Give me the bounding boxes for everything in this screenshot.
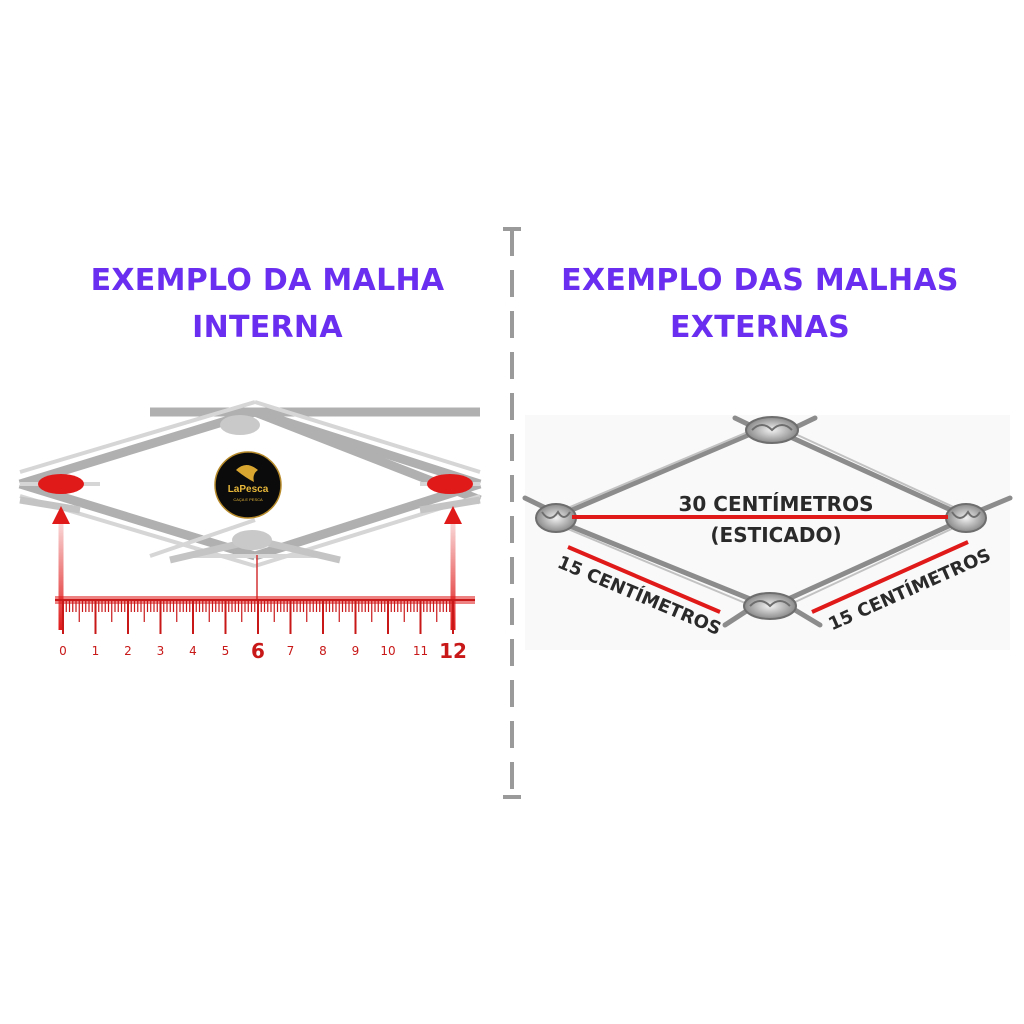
- right-panel-title: EXEMPLO DAS MALHAS EXTERNAS: [530, 257, 990, 351]
- left-title-line2: INTERNA: [192, 310, 343, 345]
- net-knot: [945, 503, 987, 533]
- ruler-label: 8: [319, 644, 327, 658]
- ruler-label: 3: [157, 644, 165, 658]
- mesh-knot: [232, 530, 272, 550]
- logo-subtext: CAÇA E PESCA: [233, 497, 263, 502]
- side-measure-line-right: [811, 540, 969, 614]
- net-knot: [535, 503, 577, 533]
- ruler-label: 0: [59, 644, 67, 658]
- arrow-right: [444, 506, 462, 630]
- ruler-label: 2: [124, 644, 132, 658]
- lapesca-logo: LaPesca CAÇA E PESCA: [214, 451, 282, 519]
- measure-point-right: [427, 474, 473, 494]
- logo-text: LaPesca: [228, 484, 269, 495]
- external-mesh: 30 CENTÍMETROS (ESTICADO) 15 CENTÍMETROS…: [522, 415, 1013, 650]
- ruler-label: 6: [251, 639, 265, 663]
- right-title-line1: EXEMPLO DAS MALHAS: [561, 263, 959, 298]
- net-knot: [745, 416, 799, 444]
- ruler-label: 4: [189, 644, 197, 658]
- left-panel-title: EXEMPLO DA MALHA INTERNA: [40, 257, 495, 351]
- ruler-label: 10: [380, 644, 395, 658]
- ruler-label: 1: [92, 644, 100, 658]
- fish-icon: [236, 465, 258, 482]
- net-knot: [743, 592, 797, 620]
- stretched-label: 30 CENTÍMETROS: [679, 492, 874, 516]
- mesh-knot: [220, 415, 260, 435]
- ruler-label: 5: [222, 644, 230, 658]
- ruler-label: 11: [413, 644, 428, 658]
- arrow-left: [52, 506, 70, 630]
- ruler-label: 9: [352, 644, 360, 658]
- ruler-label: 12: [439, 639, 467, 663]
- left-title-line1: EXEMPLO DA MALHA: [90, 263, 445, 298]
- ruler-label: 7: [287, 644, 295, 658]
- right-title-line2: EXTERNAS: [669, 310, 850, 345]
- divider-line: [503, 227, 521, 799]
- measure-point-left: [38, 474, 84, 494]
- stretched-sublabel: (ESTICADO): [710, 523, 841, 547]
- side-measure-line-left: [567, 545, 721, 614]
